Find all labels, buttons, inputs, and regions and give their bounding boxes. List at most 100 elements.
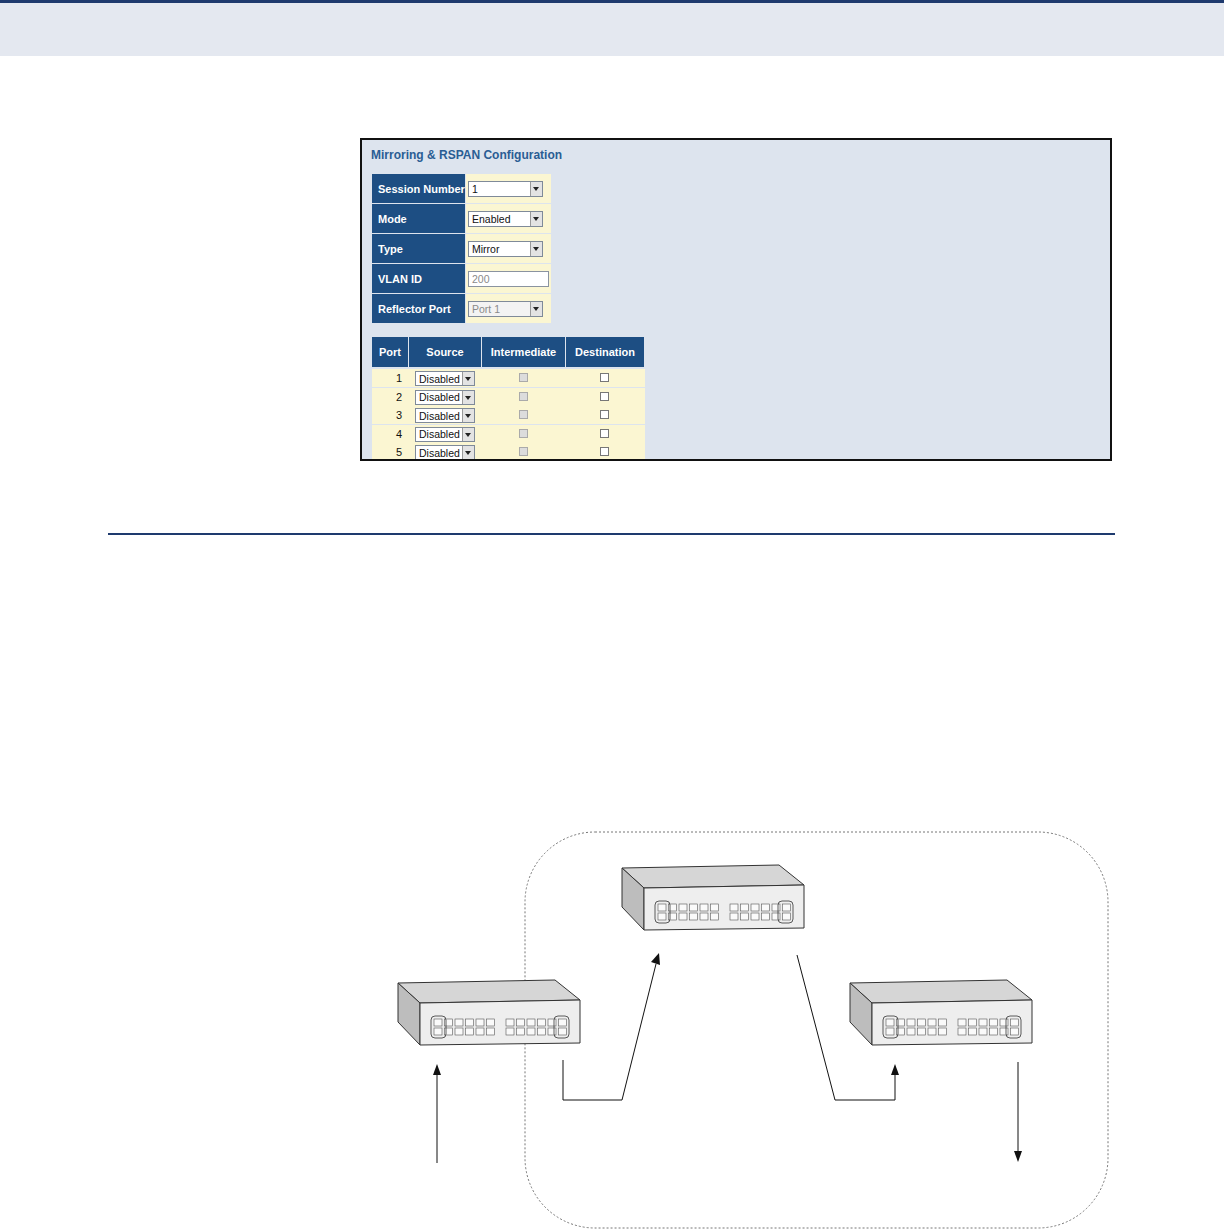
switch-port <box>466 1019 474 1026</box>
switch-port <box>711 904 719 911</box>
dropdown: Mirror <box>468 241 543 257</box>
switch-port <box>711 913 719 920</box>
switch-port <box>979 1028 987 1035</box>
uplink-path <box>563 964 656 1100</box>
checkbox <box>519 373 528 382</box>
source-dropdown: Disabled <box>415 371 475 386</box>
arrowhead <box>891 1064 899 1075</box>
column-header: Intermediate <box>482 337 565 367</box>
dropdown-arrow <box>530 302 542 316</box>
switch-port <box>434 1028 442 1035</box>
source-dropdown: Disabled <box>415 408 475 423</box>
arrowheads <box>433 953 1022 1162</box>
field-label: VLAN ID <box>372 264 465 293</box>
switch-port <box>939 1019 947 1026</box>
switch-port <box>455 1019 463 1026</box>
dropdown-arrow <box>462 446 474 459</box>
field-label: Reflector Port <box>372 294 465 323</box>
dropdown-text: Disabled <box>419 391 460 403</box>
switch-side <box>622 868 644 930</box>
switch-port <box>517 1028 525 1035</box>
port-highlight <box>554 1016 569 1038</box>
switch-port <box>730 913 738 920</box>
arrowhead <box>433 1064 441 1075</box>
port-highlight <box>655 901 670 923</box>
switch-port <box>979 1019 987 1026</box>
switch-port <box>939 1028 947 1035</box>
switch-front <box>644 885 804 930</box>
port-number: 1 <box>372 371 405 385</box>
port-highlight <box>1006 1016 1021 1038</box>
port-highlight <box>778 901 793 923</box>
dropdown-text: Enabled <box>472 213 511 225</box>
switch-port <box>772 913 780 920</box>
section-rule <box>108 533 1115 535</box>
switch-port <box>538 1028 546 1035</box>
switch-port <box>730 904 738 911</box>
switch-port <box>958 1028 966 1035</box>
field-label: Type <box>372 234 465 263</box>
switch-port <box>969 1028 977 1035</box>
dropdown: 1 <box>468 181 543 197</box>
switch-port <box>886 1028 894 1035</box>
switch-port <box>783 904 791 911</box>
switch-port <box>506 1019 514 1026</box>
checkbox <box>600 410 609 419</box>
switch-side <box>398 983 420 1045</box>
switch-port <box>559 1019 567 1026</box>
switch-front <box>872 1000 1032 1045</box>
switch-port <box>762 904 770 911</box>
dropdown: Port 1 <box>468 301 543 317</box>
dropdown-text: Mirror <box>472 243 499 255</box>
checkbox <box>519 410 528 419</box>
switch-port <box>958 1019 966 1026</box>
switch-port <box>751 913 759 920</box>
switch-port <box>741 913 749 920</box>
switch-port <box>690 913 698 920</box>
checkbox <box>600 373 609 382</box>
switch-port <box>700 904 708 911</box>
dropdown: Enabled <box>468 211 543 227</box>
switch-port <box>1000 1028 1008 1035</box>
switch-port <box>990 1028 998 1035</box>
checkbox <box>519 392 528 401</box>
switch-port <box>762 913 770 920</box>
switch-port <box>466 1028 474 1035</box>
switch-front <box>420 1000 580 1045</box>
switch-port <box>658 913 666 920</box>
switch-port <box>679 913 687 920</box>
port-number: 3 <box>372 408 405 422</box>
column-header: Port <box>372 337 408 367</box>
source-dropdown: Disabled <box>415 390 475 405</box>
switch-port <box>907 1028 915 1035</box>
dropdown-text: Disabled <box>419 447 460 459</box>
dropdown-text: Disabled <box>419 410 460 422</box>
checkbox <box>600 392 609 401</box>
checkbox <box>519 429 528 438</box>
switch-port <box>527 1028 535 1035</box>
checkbox <box>519 447 528 456</box>
port-number: 2 <box>372 390 405 404</box>
switch-port <box>1000 1019 1008 1026</box>
switch-port <box>928 1019 936 1026</box>
checkbox <box>600 447 609 456</box>
switch-port <box>517 1019 525 1026</box>
switches <box>398 865 1032 1045</box>
port-number: 4 <box>372 427 405 441</box>
column-header: Destination <box>566 337 644 367</box>
port-highlight <box>431 1016 446 1038</box>
dropdown-arrow <box>530 182 542 196</box>
header-band <box>0 0 1224 56</box>
switch-port <box>559 1028 567 1035</box>
switch-port <box>527 1019 535 1026</box>
switch-port <box>476 1028 484 1035</box>
switch-icon <box>622 865 804 930</box>
switch-port <box>434 1019 442 1026</box>
switch-port <box>918 1028 926 1035</box>
dropdown-text: 1 <box>472 183 478 195</box>
source-dropdown: Disabled <box>415 427 475 442</box>
mirror-paths <box>437 955 1018 1163</box>
switch-side <box>850 983 872 1045</box>
switch-port <box>969 1019 977 1026</box>
